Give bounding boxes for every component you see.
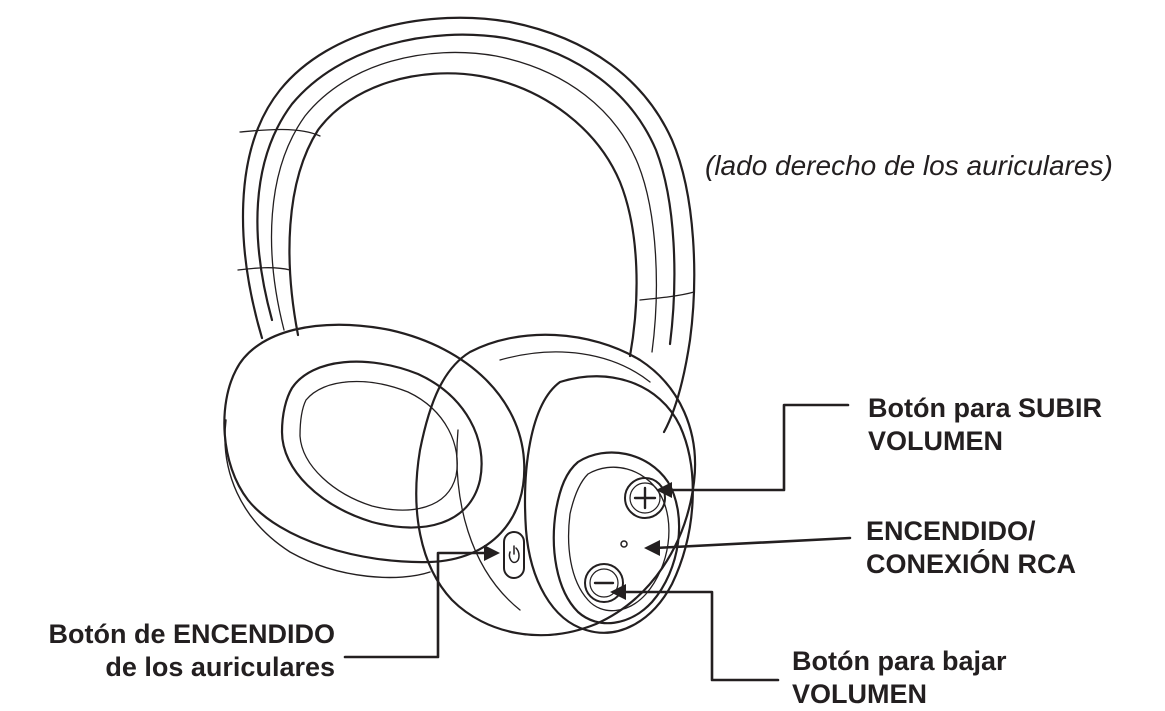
power-icon [508,545,520,564]
right-earcup-cushion-inner [456,429,521,611]
power-rca-label: ENCENDIDO/ CONEXIÓN RCA [866,515,1076,581]
volume-up-label: Botón para SUBIR VOLUMEN [868,392,1102,458]
headband-inner [288,72,638,358]
volume-down-callout-line [620,590,780,682]
left-earcup-shell [223,323,526,564]
power-rca-indicator [620,540,628,548]
volume-up-callout-line [666,403,850,492]
power-rca-callout-line [653,536,852,550]
side-note: (lado derecho de los auriculares) [705,150,1113,181]
volume-down-label: Botón para bajar VOLUMEN [792,645,1007,711]
headband-crease-3 [639,291,695,301]
headset-power-label: Botón de ENCENDIDO de los auriculares [49,618,336,684]
headset-power-label-line1: Botón de ENCENDIDO [48,619,336,649]
side-power-button [503,531,525,579]
volume-up-button [624,477,666,519]
plus-button-face [629,482,661,514]
volume-down-button [584,563,624,603]
plus-icon [633,486,657,510]
right-earcup-plate [552,451,681,625]
volume-down-label-line1: Botón para bajar [792,646,1007,676]
volume-up-arrowhead [656,482,672,498]
minus-button-face [589,568,619,598]
power-rca-label-line2: CONEXIÓN RCA [866,549,1077,579]
headband-crease-2 [237,267,291,271]
volume-down-arrowhead [610,584,626,600]
headband [237,16,696,434]
headband-edge-2 [270,51,658,353]
callout-arrows [484,482,672,600]
power-button-body [503,531,525,579]
volume-up-label-line2: VOLUMEN [868,426,1003,456]
left-earcup-pad-inner [299,380,458,511]
left-earcup [223,323,526,579]
right-earcup-cushion-seam [499,351,651,383]
right-earcup-cushion [415,333,697,637]
right-earcup-shell [523,375,694,634]
right-earcup [415,333,697,637]
power-rca-arrowhead [644,540,660,556]
headset-power-callout-line [343,551,492,659]
headband-crease-1 [239,128,321,137]
callout-lines [343,403,852,682]
headset-power-label-line2: de los auriculares [105,652,335,682]
minus-button-ring [584,563,624,603]
left-earcup-pad [280,360,483,529]
power-rca-label-line1: ENCENDIDO/ [866,516,1036,546]
left-earcup-rim [224,419,431,579]
headband-outer [241,16,696,434]
headband-edge-1 [256,33,676,346]
headset-power-arrowhead [484,545,500,561]
volume-down-label-line2: VOLUMEN [792,679,927,709]
volume-up-label-line1: Botón para SUBIR [868,393,1103,423]
plus-button-ring [624,477,666,519]
